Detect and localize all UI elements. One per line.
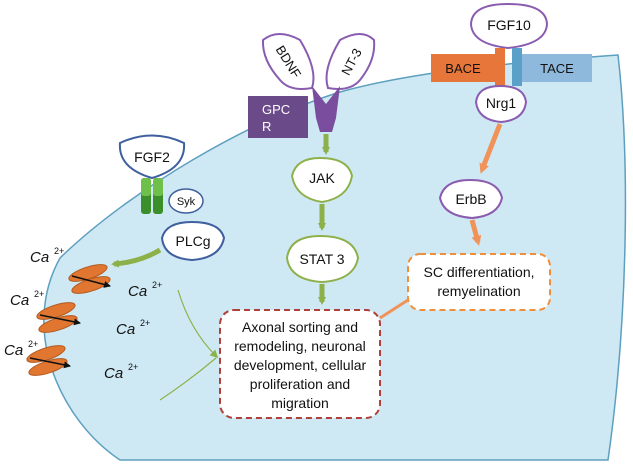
svg-text:2+: 2+ [28,339,38,349]
erbb-to-sc-arrow [469,219,482,246]
jak-label: JAK [309,170,335,186]
bdnf-node: BDNF [261,33,315,90]
sc-to-axonal-connector [379,298,409,320]
nt3-node: NT-3 [325,33,376,90]
fgf10-label: FGF10 [487,17,531,33]
fgf2-label: FGF2 [134,149,170,165]
svg-text:Ca: Ca [4,342,23,359]
axonal-line-4: proliferation and [250,376,350,392]
svg-text:2+: 2+ [152,280,162,290]
nrg1-to-erbb-arrow [479,123,503,174]
bace-transmembrane [495,48,505,86]
calcium-connector-upper [177,289,219,359]
bace-box: BACE [431,54,495,82]
svg-text:Ca: Ca [116,321,135,338]
calcium-label-in-3: Ca 2+ [104,362,138,382]
axonal-line-1: Axonal sorting and [242,319,358,335]
axonal-line-3: development, cellular [234,357,367,373]
svg-text:2+: 2+ [128,362,138,372]
tace-label: TACE [540,61,574,76]
syk-node: Syk [168,188,204,214]
svg-text:Ca: Ca [10,292,29,309]
fgf10-node: FGF10 [469,2,549,50]
bace-label: BACE [445,61,481,76]
gpcr-label-1: GPC [262,102,290,117]
sc-line-1: SC differentiation, [423,264,534,280]
calcium-label-in-1: Ca 2+ [128,280,162,300]
axonal-line-5: migration [271,395,329,411]
svg-text:Ca: Ca [128,283,147,300]
calcium-channel-2 [36,302,81,333]
trk-receptor [312,86,340,132]
erbb-label: ErbB [455,191,486,207]
sc-line-2: remyelination [437,283,520,299]
fgf2-node: FGF2 [118,134,186,180]
nrg1-node: Nrg1 [474,84,528,124]
syk-label: Syk [177,196,196,208]
plcg-label: PLCg [175,233,210,249]
plcg-node: PLCg [160,220,226,262]
calcium-connector-lower [159,357,217,401]
svg-text:Ca: Ca [104,365,123,382]
calcium-channel-3 [26,345,71,376]
axonal-line-2: remodeling, neuronal [234,338,366,354]
svg-text:2+: 2+ [140,318,150,328]
calcium-label-in-2: Ca 2+ [116,318,150,338]
svg-text:2+: 2+ [54,246,64,256]
sc-differentiation-box: SC differentiation, remyelination [407,253,551,311]
gpcr-label-2: R [262,119,271,134]
calcium-channel-1 [68,264,111,294]
calcium-label-out-3: Ca 2+ [4,339,38,359]
fgf2-receptor [141,178,163,214]
nrg1-label: Nrg1 [486,95,517,111]
jak-node: JAK [290,156,354,204]
tace-transmembrane [512,48,522,86]
svg-text:Ca: Ca [30,249,49,266]
tace-box: TACE [522,54,592,82]
stat3-label: STAT 3 [299,251,344,267]
calcium-label-out-1: Ca 2+ [30,246,64,266]
stat3-node: STAT 3 [285,234,360,284]
svg-text:2+: 2+ [34,289,44,299]
gpcr-box: GPC R [248,96,308,138]
axonal-outcome-box: Axonal sorting and remodeling, neuronal … [219,309,381,419]
calcium-label-out-2: Ca 2+ [10,289,44,309]
plcg-to-calcium-arrow [111,247,162,268]
erbb-node: ErbB [438,178,504,220]
